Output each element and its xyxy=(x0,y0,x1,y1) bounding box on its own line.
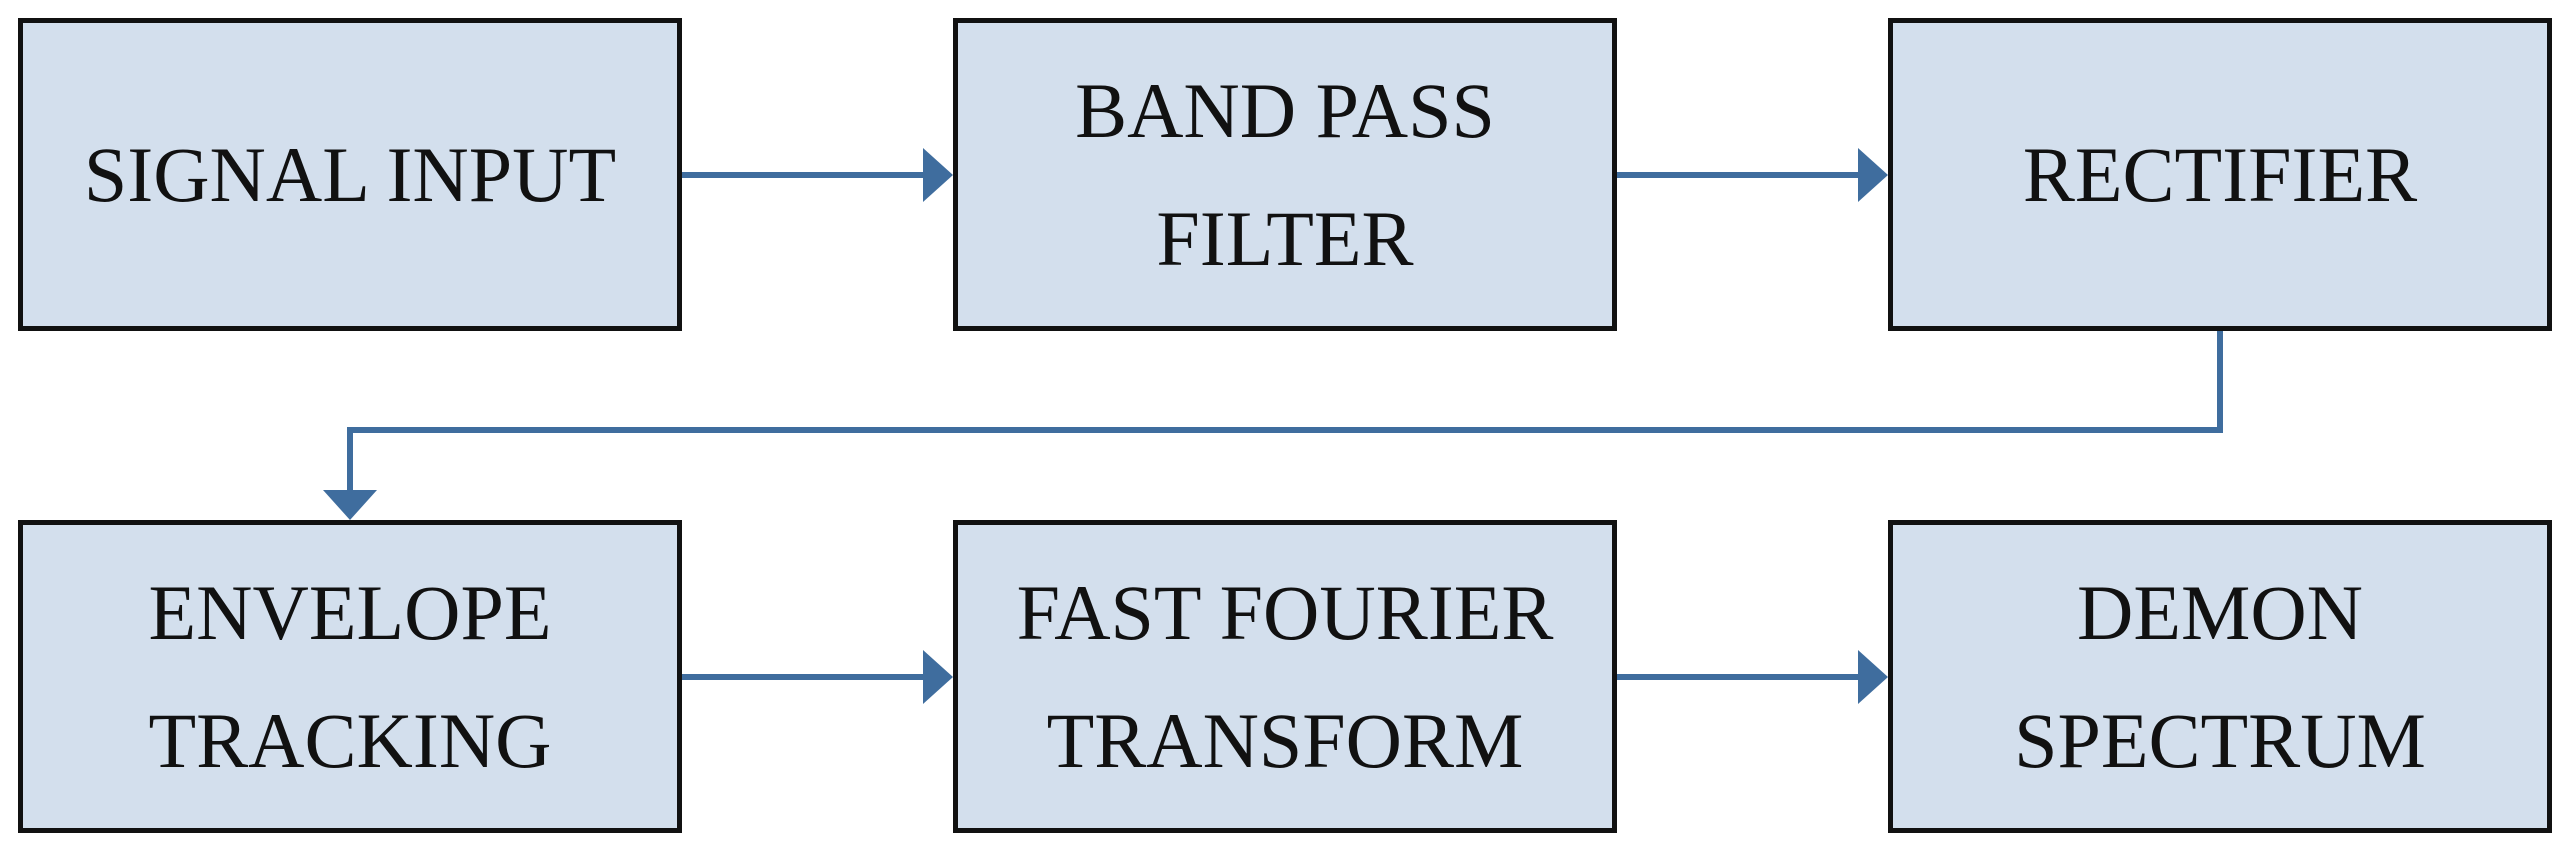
demon-spectrum-label-line1: DEMON xyxy=(2077,568,2363,656)
fast-fourier-transform-block: FAST FOURIER TRANSFORM xyxy=(953,520,1617,833)
envelope-tracking-label-line2: TRACKING xyxy=(148,696,552,784)
fast-fourier-transform-label-line1: FAST FOURIER xyxy=(1016,568,1554,656)
arrowhead-demon xyxy=(1858,650,1888,704)
arrow-rectifier-to-envelope xyxy=(347,331,2223,492)
fast-fourier-transform-label-line2: TRANSFORM xyxy=(1046,696,1524,784)
arrowhead-fft xyxy=(923,650,953,704)
signal-input-block: SIGNAL INPUT xyxy=(18,18,682,331)
band-pass-filter-block: BAND PASS FILTER xyxy=(953,18,1617,331)
demon-spectrum-block: DEMON SPECTRUM xyxy=(1888,520,2552,833)
arrowhead-envelope xyxy=(323,490,377,520)
arrowhead-bandpass xyxy=(923,148,953,202)
demon-spectrum-label-line2: SPECTRUM xyxy=(2014,696,2426,784)
rectifier-block: RECTIFIER xyxy=(1888,18,2552,331)
band-pass-filter-label-line1: BAND PASS xyxy=(1075,66,1495,154)
envelope-tracking-block: ENVELOPE TRACKING xyxy=(18,520,682,833)
signal-input-label: SIGNAL INPUT xyxy=(83,130,617,218)
arrowhead-rectifier xyxy=(1858,148,1888,202)
band-pass-filter-label-line2: FILTER xyxy=(1156,194,1414,282)
envelope-tracking-label-line1: ENVELOPE xyxy=(148,568,552,656)
rectifier-label: RECTIFIER xyxy=(2022,130,2418,218)
